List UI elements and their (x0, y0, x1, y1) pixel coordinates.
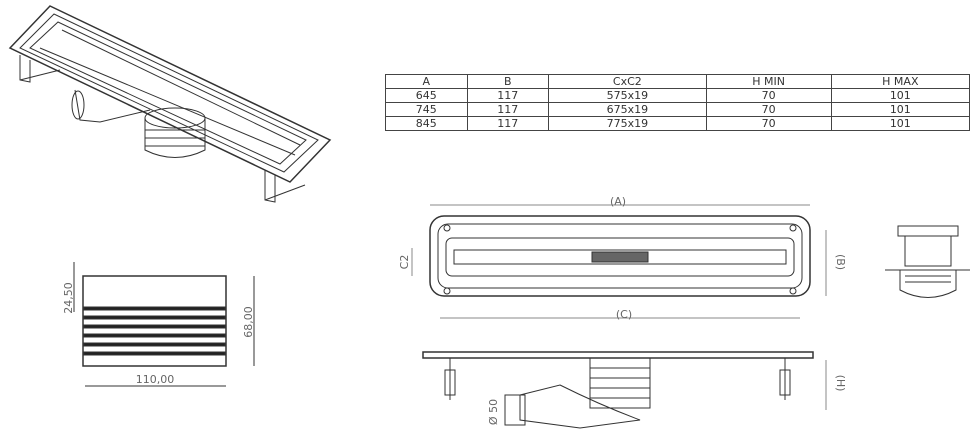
table-cell: 845 (385, 116, 468, 131)
table-cell: 70 (705, 88, 832, 103)
plan-view: (A) (B) (C) C2 (398, 195, 847, 321)
table-cell: 775x19 (548, 116, 707, 131)
grate-slot (83, 333, 226, 338)
height-h-label: (H) (834, 375, 847, 392)
grate-slot (83, 342, 226, 347)
table-cell: 70 (705, 116, 832, 131)
grate-slot (83, 306, 226, 311)
grate-top-height-label: 24,50 (62, 282, 75, 314)
grate-total-height-label: 68,00 (242, 306, 255, 338)
grate-section-detail: 24,50 68,00 110,00 (62, 262, 255, 387)
table-header-row: A B CxC2 H MIN H MAX (385, 74, 971, 89)
table-cell: 101 (830, 116, 971, 131)
grate-width-label: 110,00 (136, 373, 175, 386)
width-b-label: (B) (834, 254, 847, 270)
isometric-drain-view (8, 5, 332, 203)
channel-c2-label: C2 (398, 255, 411, 270)
channel-c-label: (C) (616, 308, 632, 321)
end-view (885, 225, 970, 298)
header-cxc2: CxC2 (548, 74, 707, 89)
outlet-diameter-label: Ø 50 (487, 399, 500, 425)
grate-slot (83, 351, 226, 356)
length-a-label: (A) (610, 195, 626, 208)
side-view: (H) Ø 50 (422, 351, 847, 429)
grate-slot (83, 315, 226, 320)
grate-slot (83, 324, 226, 329)
